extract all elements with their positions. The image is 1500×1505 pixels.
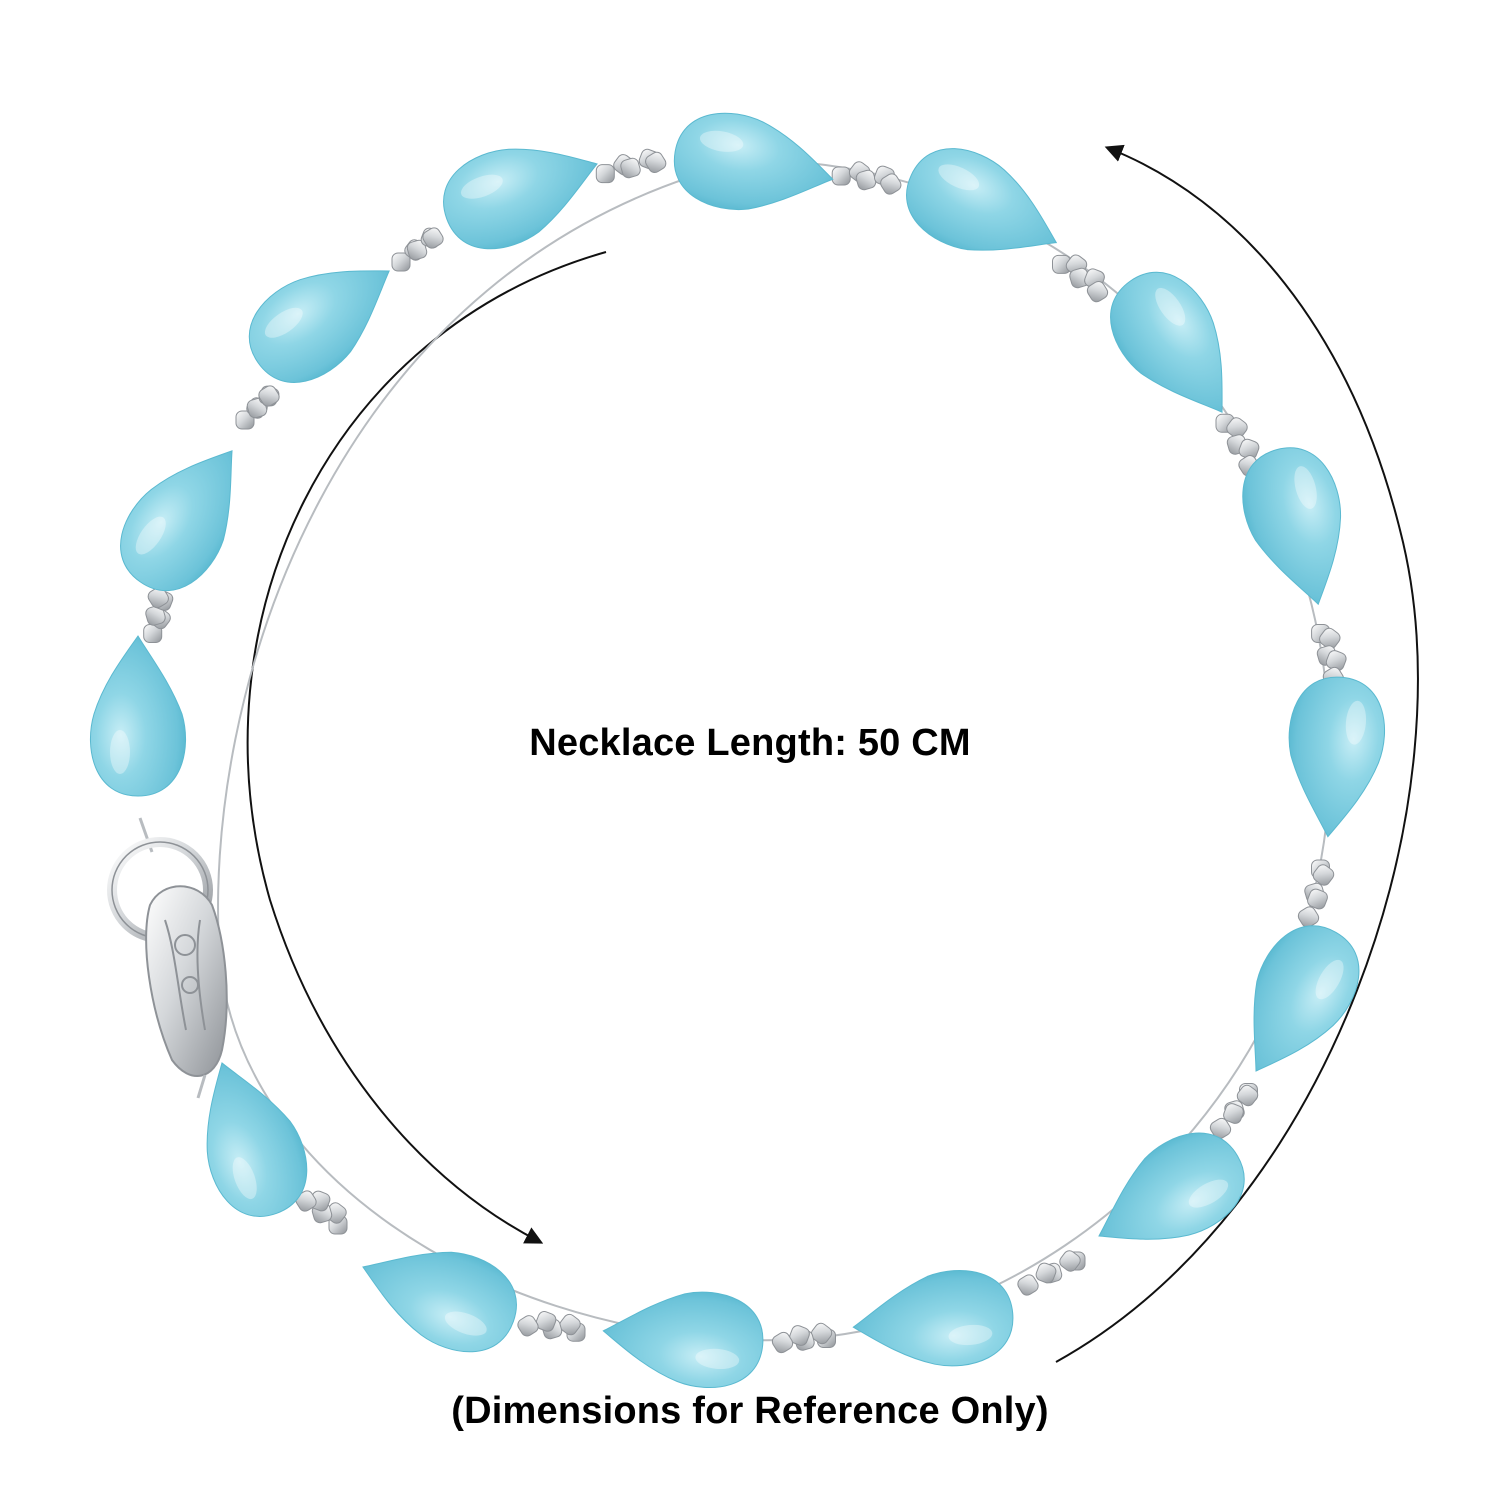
silver-spacer-bead: [831, 166, 851, 186]
turquoise-bead: [673, 112, 834, 211]
silver-spacer-bead: [258, 385, 280, 407]
silver-spacer-bead: [620, 157, 641, 179]
turquoise-bead: [248, 270, 390, 383]
turquoise-beads: [89, 112, 1385, 1388]
silver-spacer-bead: [789, 1325, 810, 1346]
turquoise-bead: [602, 1291, 764, 1388]
turquoise-bead: [89, 635, 187, 797]
turquoise-bead: [443, 148, 598, 250]
turquoise-bead: [362, 1251, 517, 1353]
turquoise-bead: [120, 450, 233, 592]
silver-spacer-bead: [595, 164, 615, 184]
right-curved-arrow-icon: [1055, 144, 1419, 1363]
silver-spacer-bead: [1223, 1103, 1244, 1124]
turquoise-bead: [1253, 925, 1360, 1072]
dimensions-disclaimer: (Dimensions for Reference Only): [451, 1390, 1049, 1432]
silver-spacer-beads: [143, 148, 1347, 1354]
silver-spacer-bead: [406, 239, 428, 261]
silver-spacer-bead: [1035, 1262, 1057, 1284]
silver-spacer-bead: [1319, 627, 1341, 650]
turquoise-bead: [1288, 676, 1385, 838]
silver-spacer-bead: [1297, 906, 1320, 928]
silver-spacer-bead: [235, 410, 255, 430]
turquoise-bead: [906, 148, 1058, 251]
lobster-clasp-icon: [107, 817, 228, 1099]
silver-spacer-bead: [517, 1315, 539, 1337]
silver-spacer-bead: [810, 1322, 833, 1345]
silver-spacer-bead: [1226, 417, 1248, 439]
silver-spacer-bead: [147, 586, 169, 609]
silver-spacer-bead: [880, 173, 902, 195]
silver-spacer-bead: [1209, 1117, 1232, 1140]
silver-spacer-bead: [1236, 1084, 1259, 1107]
silver-spacer-bead: [1086, 280, 1109, 303]
turquoise-bead: [1098, 1132, 1245, 1240]
turquoise-bead: [852, 1270, 1014, 1367]
necklace-length-label: Necklace Length: 50 CM: [529, 722, 971, 764]
left-curved-arrow-icon: [246, 251, 607, 1244]
silver-spacer-bead: [559, 1313, 581, 1336]
silver-spacer-bead: [1017, 1274, 1039, 1296]
turquoise-bead: [1110, 271, 1223, 413]
turquoise-bead: [1242, 447, 1342, 606]
silver-spacer-bead: [391, 252, 411, 272]
silver-spacer-bead: [1312, 864, 1335, 886]
turquoise-bead: [206, 1062, 308, 1217]
silver-spacer-bead: [771, 1331, 794, 1354]
dimension-arrows: [246, 144, 1419, 1363]
silver-spacer-bead: [535, 1311, 557, 1332]
silver-spacer-bead: [422, 227, 444, 249]
silver-spacer-bead: [145, 605, 166, 626]
silver-spacer-bead: [1059, 1250, 1081, 1272]
silver-spacer-bead: [645, 151, 667, 174]
silver-spacer-bead: [1307, 888, 1328, 910]
